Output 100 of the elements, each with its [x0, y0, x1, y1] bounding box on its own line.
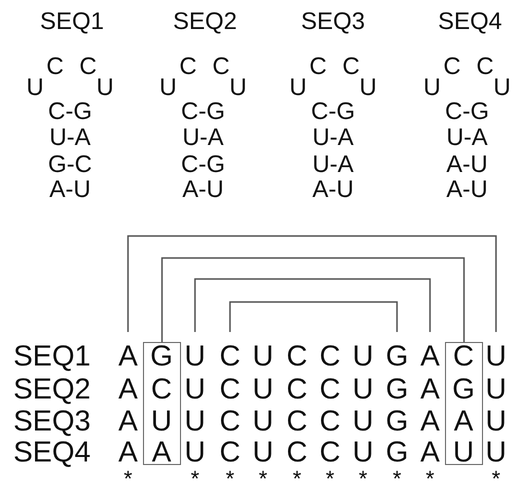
nucleotide-label: U [359, 76, 377, 100]
conservation-mark: * [258, 468, 268, 486]
nucleotide-label: C [220, 408, 240, 436]
nucleotide-label: U [352, 408, 374, 436]
nucleotide-label: C [179, 55, 197, 79]
sequence-name: SEQ3 [300, 10, 366, 34]
nucleotide-label: C [453, 342, 474, 371]
nucleotide-label: A [454, 407, 474, 436]
nucleotide-label: G [386, 408, 408, 436]
nucleotide-label: C-G [445, 100, 489, 124]
conservation-mark: * [292, 468, 302, 486]
nucleotide-label: U [252, 376, 274, 404]
nucleotide-label: G [452, 375, 475, 404]
nucleotide-label: U-A [49, 126, 91, 150]
nucleotide-label: U [252, 438, 274, 468]
nucleotide-label: U [184, 342, 206, 372]
nucleotide-label: U [486, 342, 506, 372]
nucleotide-label: U-A [312, 126, 354, 150]
conservation-mark: * [492, 468, 500, 486]
nucleotide-label: G [386, 376, 408, 404]
nucleotide-label: C-G [181, 153, 225, 177]
nucleotide-label: U [486, 438, 506, 468]
nucleotide-label: U [486, 408, 506, 436]
nucleotide-label: C [286, 438, 308, 468]
nucleotide-label: A [420, 342, 440, 372]
nucleotide-label: C [309, 55, 327, 79]
nucleotide-label: C [476, 55, 494, 79]
conservation-mark: * [326, 468, 334, 486]
nucleotide-label: C-G [311, 100, 355, 124]
sequence-name: SEQ2 [13, 376, 91, 404]
nucleotide-label: G-C [48, 153, 92, 177]
nucleotide-label: C [46, 55, 64, 79]
nucleotide-label: A [420, 408, 440, 436]
nucleotide-label: C [220, 342, 240, 372]
nucleotide-label: U [486, 376, 506, 404]
conservation-mark: * [190, 468, 200, 486]
nucleotide-label: U [26, 76, 44, 100]
nucleotide-label: C [320, 376, 340, 404]
nucleotide-label: U [352, 438, 374, 468]
nucleotide-label: U-A [182, 126, 224, 150]
nucleotide-label: G [150, 342, 173, 371]
nucleotide-label: U [184, 376, 206, 404]
nucleotide-label: U [352, 376, 374, 404]
nucleotide-label: A [118, 438, 138, 468]
nucleotide-label: U [229, 76, 247, 100]
nucleotide-label: C [286, 376, 308, 404]
nucleotide-label: U [151, 407, 172, 436]
nucleotide-label: U [493, 76, 511, 100]
nucleotide-label: C [286, 408, 308, 436]
conservation-mark: * [392, 468, 402, 486]
base-pair-bracket [161, 257, 465, 342]
conservation-mark: * [426, 468, 434, 486]
nucleotide-label: C-G [48, 100, 92, 124]
nucleotide-label: C [286, 342, 308, 372]
nucleotide-label: A-U [49, 178, 91, 202]
sequence-name: SEQ1 [13, 342, 91, 372]
nucleotide-label: C [342, 55, 360, 79]
nucleotide-label: C [320, 438, 340, 468]
nucleotide-label: C-G [181, 100, 225, 124]
nucleotide-label: U [184, 408, 206, 436]
nucleotide-label: C [151, 375, 172, 404]
column-highlight-box [143, 342, 181, 465]
nucleotide-label: C [443, 55, 461, 79]
conservation-mark: * [124, 468, 132, 486]
nucleotide-label: A [152, 438, 172, 467]
nucleotide-label: U [289, 76, 307, 100]
nucleotide-label: A-U [312, 178, 354, 202]
nucleotide-label: U [252, 408, 274, 436]
nucleotide-label: U [453, 438, 474, 467]
nucleotide-label: A-U [182, 178, 224, 202]
sequence-name: SEQ4 [438, 10, 502, 34]
nucleotide-label: C [212, 55, 230, 79]
nucleotide-label: G [386, 342, 408, 372]
nucleotide-label: U-A [446, 126, 488, 150]
nucleotide-label: U [159, 76, 177, 100]
nucleotide-label: C [220, 376, 240, 404]
nucleotide-label: C [320, 342, 340, 372]
sequence-name: SEQ3 [13, 408, 91, 436]
nucleotide-label: A [118, 376, 138, 404]
nucleotide-label: C [220, 438, 240, 468]
nucleotide-label: A [118, 408, 138, 436]
nucleotide-label: A-U [446, 178, 488, 202]
nucleotide-label: A [118, 342, 138, 372]
nucleotide-label: A [420, 376, 440, 404]
nucleotide-label: U [352, 342, 374, 372]
nucleotide-label: G [386, 438, 408, 468]
nucleotide-label: U [423, 76, 441, 100]
nucleotide-label: U [184, 438, 206, 468]
nucleotide-label: C [79, 55, 97, 79]
column-highlight-box [445, 342, 483, 465]
nucleotide-label: U [96, 76, 114, 100]
nucleotide-label: U-A [312, 153, 354, 177]
nucleotide-label: U [252, 342, 274, 372]
nucleotide-label: A-U [446, 153, 488, 177]
sequence-name: SEQ4 [13, 438, 91, 468]
sequence-name: SEQ1 [40, 10, 104, 34]
conservation-mark: * [358, 468, 368, 486]
nucleotide-label: C [320, 408, 340, 436]
nucleotide-label: A [420, 438, 440, 468]
conservation-mark: * [226, 468, 234, 486]
